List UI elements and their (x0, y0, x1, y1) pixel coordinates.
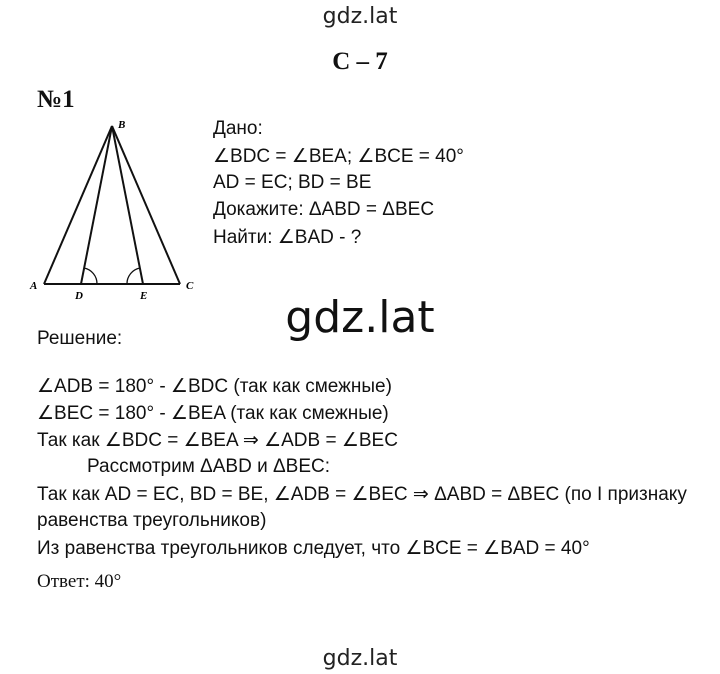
watermark-top: gdz.lat (322, 4, 398, 29)
side-ab (43, 125, 113, 285)
watermark-bottom: gdz.lat (322, 646, 398, 671)
triangle-figure: B A D E C (29, 119, 194, 302)
solution-line: Из равенства треугольников следует, что … (37, 538, 590, 559)
vertex-label-b: B (117, 119, 125, 131)
solution-line: ∠ADB = 180° - ∠BDC (так как смежные) (37, 376, 392, 397)
segment-be (111, 125, 144, 285)
solution-line: Так как ∠BDC = ∠BEA ⇒ ∠ADB = ∠BEC (37, 430, 398, 451)
problem-number: №1 (37, 86, 75, 113)
find-statement: Найти: ∠BAD - ? (213, 227, 362, 248)
vertex-label-a: A (29, 280, 37, 292)
page-title: С – 7 (332, 48, 388, 75)
given-sides: AD = EC; BD = BE (213, 172, 372, 193)
given-label: Дано: (213, 118, 263, 139)
solution-line: Так как AD = EC, BD = BE, ∠ADB = ∠BEC ⇒ … (37, 484, 687, 505)
segment-bd (80, 125, 113, 285)
vertex-label-d: D (74, 290, 83, 302)
vertex-label-e: E (139, 290, 147, 302)
answer: Ответ: 40° (37, 571, 122, 592)
angle-mark-d (83, 267, 98, 285)
watermark-middle: gdz.lat (285, 292, 435, 343)
given-angles: ∠BDC = ∠BEA; ∠BCE = 40° (213, 146, 464, 167)
solution-line: ∠BEC = 180° - ∠BEA (так как смежные) (37, 403, 389, 424)
solution-heading: Решение: (37, 328, 123, 349)
vertex-label-c: C (186, 280, 194, 292)
prove-statement: Докажите: ΔABD = ΔBEC (213, 199, 435, 220)
side-bc (111, 125, 181, 285)
solution-line: Рассмотрим ΔABD и ΔBEC: (87, 456, 331, 477)
angle-mark-e (126, 267, 141, 285)
solution-line: равенства треугольников) (37, 510, 267, 531)
